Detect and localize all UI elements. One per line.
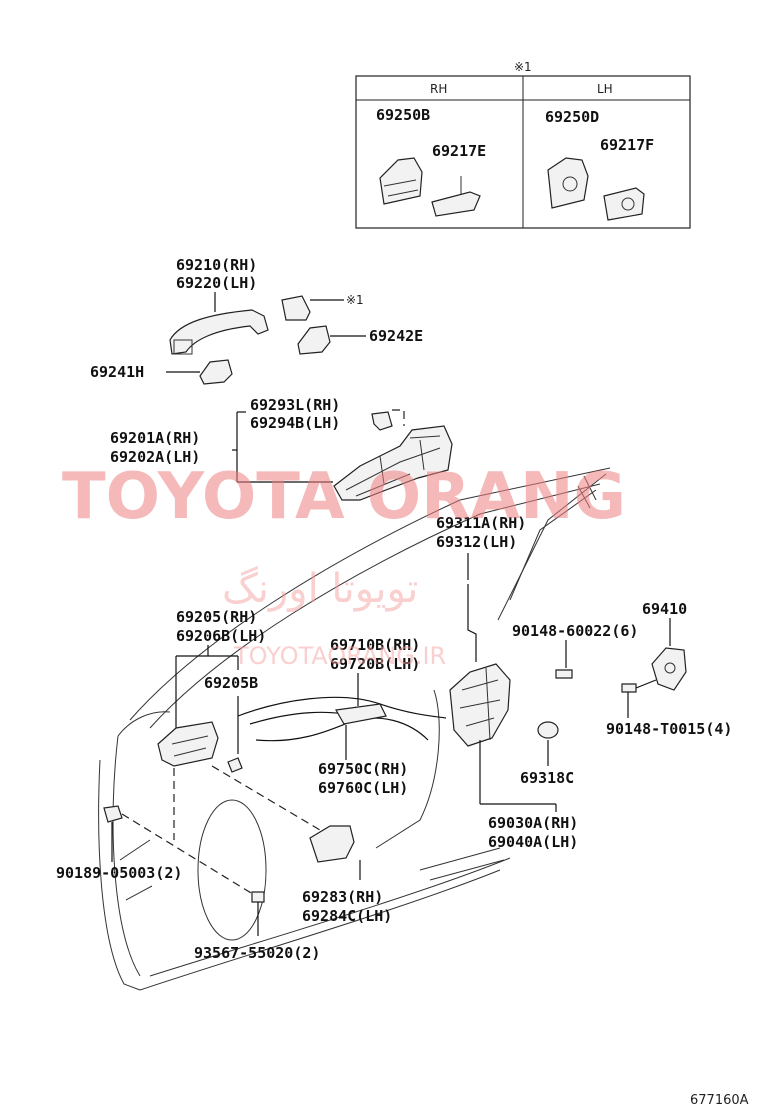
pad-69242e-shape [297,325,331,355]
cable-group: 69710B(RH) 69720B(LH) 69750C(RH) 69760C(… [237,636,447,797]
door-outline [98,467,611,991]
lower-group: 90189-05003(2) 69283(RH) 69284C(LH) 9356… [56,805,392,962]
label-frame-rh: 69293L(RH) [250,396,340,414]
screw-t0015-shape [621,683,637,693]
clip-90189-shape [103,805,123,823]
label-screw-90148-t0015: 90148-T0015(4) [606,720,732,738]
label-striker: 69410 [642,600,687,618]
label-cover-lh: 69284C(LH) [302,907,392,925]
inner-handle-shape [157,721,219,767]
outer-handle-group: 69210(RH) 69220(LH) ※1 69242E 69241H [90,256,423,385]
striker-shape [651,647,687,691]
label-inner-handle-lh: 69206B(LH) [176,627,266,645]
handle-pad-rh-shape [431,191,481,217]
cover-shape [309,825,355,863]
watermark-main: TOYOTA ORANG [62,460,626,534]
rod-shape [467,584,477,662]
label-pad-69241h: 69241H [90,363,144,381]
watermark: TOYOTA ORANG تویوتا اورنگ TOYOTAORANG.IR [62,460,626,670]
figure-id: 677160A [690,1093,749,1108]
label-frame-lh: 69294B(LH) [250,414,340,432]
handle-cap-rh-shape [379,157,423,205]
label-cover-rh: 69283(RH) [302,888,383,906]
label-inner-handle-sub: 69205B [204,674,258,692]
inset-rh-part-b: 69217E [432,142,486,160]
label-note-ref: ※1 [346,293,364,307]
label-grommet: 69318C [520,769,574,787]
label-screw-93567: 93567-55020(2) [194,944,320,962]
inset-lh-part-b: 69217F [600,136,654,154]
label-lock-rh: 69030A(RH) [488,814,578,832]
inner-handle-clip [227,757,243,773]
inset-note-mark: ※1 [514,60,532,74]
inset-lh-part-a: 69250D [545,108,599,126]
label-lock-lh: 69040A(LH) [488,833,578,851]
label-cable2-lh: 69760C(LH) [318,779,408,797]
cable-shape [237,696,447,719]
label-outer-handle-lh: 69220(LH) [176,274,257,292]
label-rod-lh: 69312(LH) [436,533,517,551]
label-frame-assy-lh: 69202A(LH) [110,448,200,466]
screw-93567-shape [251,891,265,903]
screw-60022-shape [555,669,573,679]
label-screw-90148-60022: 90148-60022(6) [512,622,638,640]
inset-table: ※1 RH LH 69250B 69217E 69250D 69217F [355,60,691,229]
label-cable-rh: 69710B(RH) [330,636,420,654]
outer-handle-shape [169,309,269,355]
inset-col-lh: LH [597,82,613,96]
watermark-persian: تویوتا اورنگ [222,566,418,612]
door-lock-shape [449,663,511,747]
label-cable-lh: 69720B(LH) [330,655,420,673]
pad-69241h-shape [199,359,233,385]
inset-rh-part-a: 69250B [376,106,430,124]
label-rod-rh: 69311A(RH) [436,514,526,532]
speaker-opening [197,799,267,941]
inner-handle-group: 69205(RH) 69206B(LH) 69205B [157,608,321,840]
label-inner-handle-rh: 69205(RH) [176,608,257,626]
frame-shape [333,425,453,501]
lock-group: 90148-60022(6) 69410 90148-T0015(4) 6931… [449,600,732,851]
label-outer-handle-rh: 69210(RH) [176,256,257,274]
grommet-shape [537,721,559,739]
frame-group: 69293L(RH) 69294B(LH) 69201A(RH) 69202A(… [110,396,453,501]
watermark-sub: TOYOTAORANG.IR [233,642,446,670]
rod-group: 69311A(RH) 69312(LH) [436,514,526,662]
handle-pad-lh-shape [603,187,645,221]
inset-col-rh: RH [430,82,447,96]
label-clip-90189: 90189-05003(2) [56,864,182,882]
label-pad-69242e: 69242E [369,327,423,345]
label-frame-assy-rh: 69201A(RH) [110,429,200,447]
frame-clip-shape [371,411,393,431]
label-cable2-rh: 69750C(RH) [318,760,408,778]
handle-cap-lh-shape [547,157,589,209]
handle-cap-shape [281,295,311,321]
